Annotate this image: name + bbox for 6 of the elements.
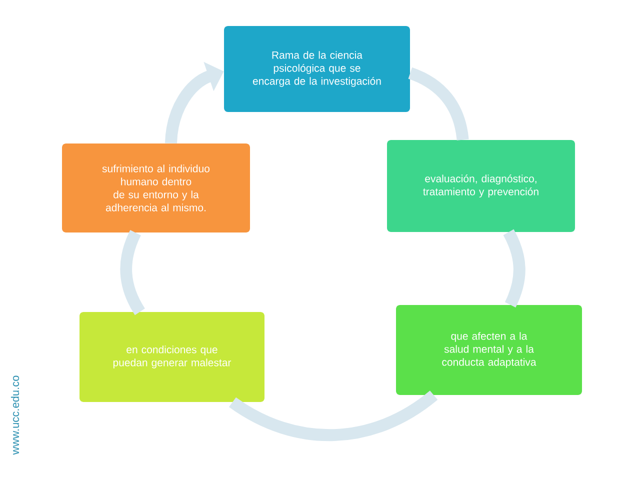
process-box: sufrimiento al individuo humano dentro de su entorno y la adherencia al mismo. [62, 144, 250, 232]
process-box: Rama de la ciencia psicológica que se encarga de la investigación [224, 26, 410, 112]
process-box: que afecten a la salud mental y a la conducta adaptativa [396, 305, 582, 395]
web-address: www.ucc.edu.co [10, 376, 20, 455]
process-box: evaluación, diagnóstico, tratamiento y prevención [387, 140, 575, 232]
process-box: en condiciones que puedan generar malestar [80, 312, 264, 402]
